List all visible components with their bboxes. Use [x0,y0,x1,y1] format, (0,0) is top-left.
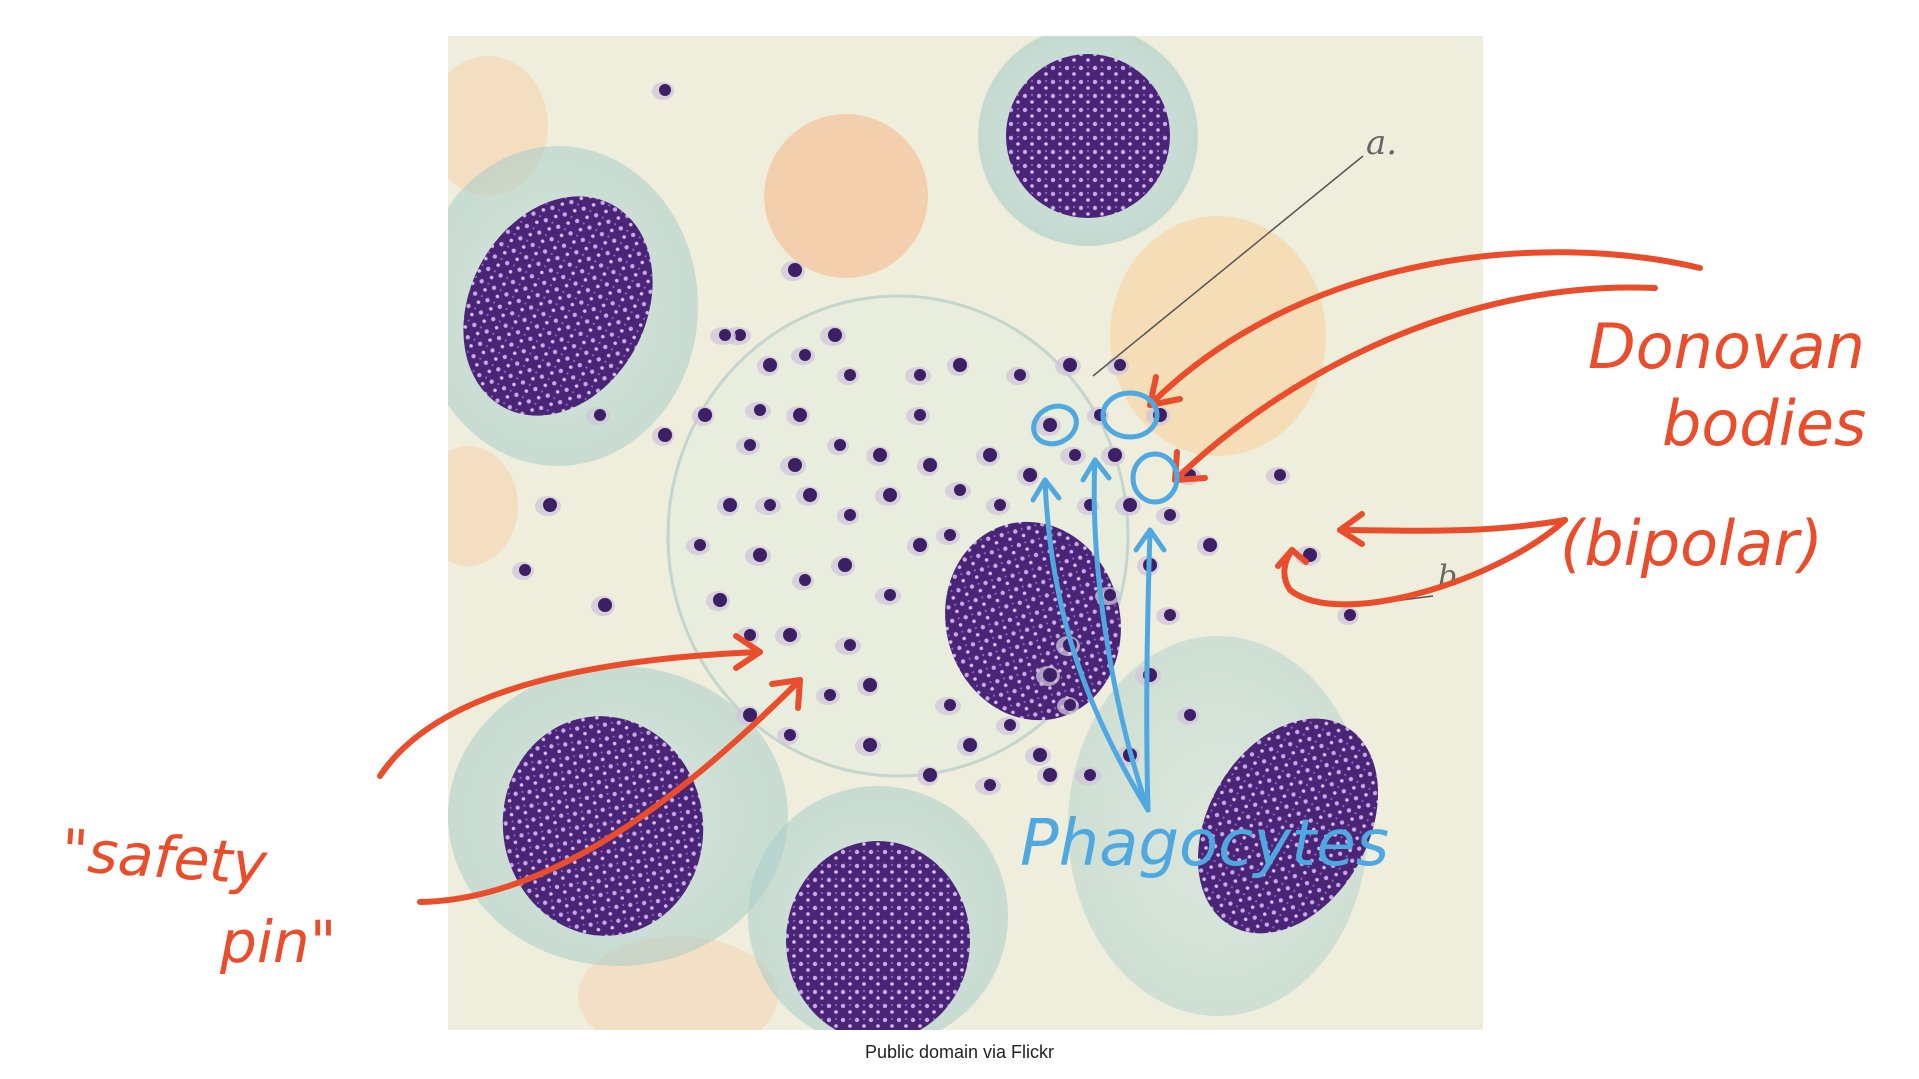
donovan-body [598,598,612,612]
donovan-body [723,498,737,512]
donovan-body [863,738,877,752]
donovan-body [824,689,836,701]
donovan-body [784,729,796,741]
donovan-body [844,639,856,651]
donovan-body [844,509,856,521]
donovan-body [698,408,712,422]
donovan-label-line1: Donovan [1588,310,1865,383]
donovan-body [1164,609,1176,621]
donovan-body [923,768,937,782]
donovan-body [1108,448,1122,462]
donovan-body [914,409,926,421]
donovan-body [953,358,967,372]
donovan-body [834,439,846,451]
donovan-body [1084,769,1096,781]
donovan-body [1043,418,1057,432]
donovan-body [1063,358,1077,372]
donovan-body [744,629,756,641]
donovan-body [954,484,966,496]
donovan-label-line2: bodies [1662,387,1866,460]
donovan-body [914,369,926,381]
donovan-body [1023,468,1037,482]
donovan-body [828,328,842,342]
bipolar-label: (bipolar) [1560,507,1823,580]
nucleus-upper-left [463,196,653,416]
nucleus-bottom [786,841,970,1030]
micrograph-illustration: a. b [448,36,1483,1030]
donovan-body [1114,359,1126,371]
donovan-body [963,738,977,752]
donovan-body [713,593,727,607]
donovan-body [1094,409,1106,421]
donovan-body [1014,369,1026,381]
donovan-body [519,564,531,576]
donovan-body [873,448,887,462]
donovan-body [1143,558,1157,572]
donovan-body [734,329,746,341]
donovan-body [754,404,766,416]
donovan-body [793,408,807,422]
safety-pin-label-line2: pin" [219,908,336,976]
donovan-body [1084,499,1096,511]
donovan-body [1143,668,1157,682]
nucleus-top [1006,54,1170,218]
donovan-body [1184,709,1196,721]
safety-pin-label-line1: "safety [59,816,270,898]
donovan-body [1203,538,1217,552]
donovan-body [743,708,757,722]
donovan-body [863,678,877,692]
donovan-body [744,439,756,451]
donovan-body [844,369,856,381]
donovan-body [1123,748,1137,762]
donovan-body [984,779,996,791]
nucleus-lower-right [1197,718,1379,934]
donovan-body [983,448,997,462]
donovan-body [1184,469,1196,481]
donovan-body [694,539,706,551]
donovan-body [1004,719,1016,731]
panel-letter-a: a. [1366,123,1397,163]
donovan-body [788,263,802,277]
donovan-body [1104,589,1116,601]
panel-letter-b: b [1438,559,1457,594]
donovan-body [923,458,937,472]
donovan-body [783,628,797,642]
image-credit: Public domain via Flickr [864,1042,1055,1062]
donovan-body [1303,548,1317,562]
donovan-body [799,349,811,361]
red-cell-top [764,114,928,278]
donovan-body [764,499,776,511]
donovan-body [944,529,956,541]
donovan-body [1064,699,1076,711]
donovan-body [788,458,802,472]
donovan-body [658,428,672,442]
donovan-body [1153,408,1167,422]
donovan-body [659,84,671,96]
donovan-body [884,589,896,601]
donovan-body [763,358,777,372]
donovan-body [1033,748,1047,762]
donovan-body [594,409,606,421]
donovan-body [913,538,927,552]
donovan-body [753,548,767,562]
donovan-body [803,488,817,502]
donovan-body [838,558,852,572]
donovan-body [994,499,1006,511]
donovan-body [1043,668,1057,682]
micrograph-drawing: a. b [448,36,1483,1030]
donovan-body [719,329,731,341]
donovan-body [1043,768,1057,782]
donovan-body [1069,449,1081,461]
donovan-body [1063,638,1077,652]
donovan-body [799,574,811,586]
donovan-body [1344,609,1356,621]
donovan-body [1164,509,1176,521]
donovan-body [1274,469,1286,481]
donovan-body [883,488,897,502]
donovan-body [543,498,557,512]
donovan-body [1123,498,1137,512]
donovan-body [944,699,956,711]
